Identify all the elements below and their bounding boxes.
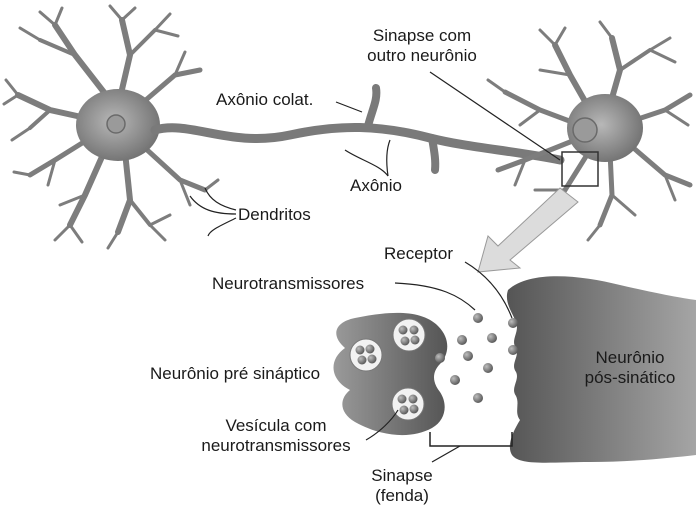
label-synapse-other-neuron: Sinapse com outro neurônio <box>352 26 492 66</box>
label-axon: Axônio <box>350 176 402 196</box>
cleft-bracket <box>430 432 512 446</box>
vesicle <box>350 339 382 371</box>
neurotransmitters-cleft <box>435 313 518 403</box>
label-vesicle-line1: Vesícula com <box>186 416 366 436</box>
label-postsynaptic-neuron: Neurônio pós-sinático <box>570 348 690 388</box>
label-postsynaptic-line2: pós-sinático <box>570 368 690 388</box>
zoom-arrow <box>478 188 578 272</box>
vesicle <box>392 388 424 420</box>
label-dendrites: Dendritos <box>238 205 311 225</box>
label-axon-collateral: Axônio colat. <box>216 90 313 110</box>
label-synapse-cleft-line2: (fenda) <box>362 486 442 506</box>
label-synapse-cleft: Sinapse (fenda) <box>362 466 442 506</box>
label-synapse-other-line2: outro neurônio <box>352 46 492 66</box>
label-vesicle-line2: neurotransmissores <box>186 436 366 456</box>
label-neurotransmitters: Neurotransmissores <box>212 274 364 294</box>
label-presynaptic-neuron: Neurônio pré sináptico <box>150 364 320 384</box>
axon-collateral <box>368 88 376 126</box>
vesicle <box>393 319 425 351</box>
label-receptor: Receptor <box>384 244 453 264</box>
label-postsynaptic-line1: Neurônio <box>570 348 690 368</box>
nucleus-right <box>573 118 597 142</box>
axon <box>155 127 560 160</box>
label-synapse-other-line1: Sinapse com <box>352 26 492 46</box>
label-synapse-cleft-line1: Sinapse <box>362 466 442 486</box>
axon-collateral-2 <box>432 138 435 170</box>
nucleus-left <box>107 115 125 133</box>
label-vesicle: Vesícula com neurotransmissores <box>186 416 366 456</box>
